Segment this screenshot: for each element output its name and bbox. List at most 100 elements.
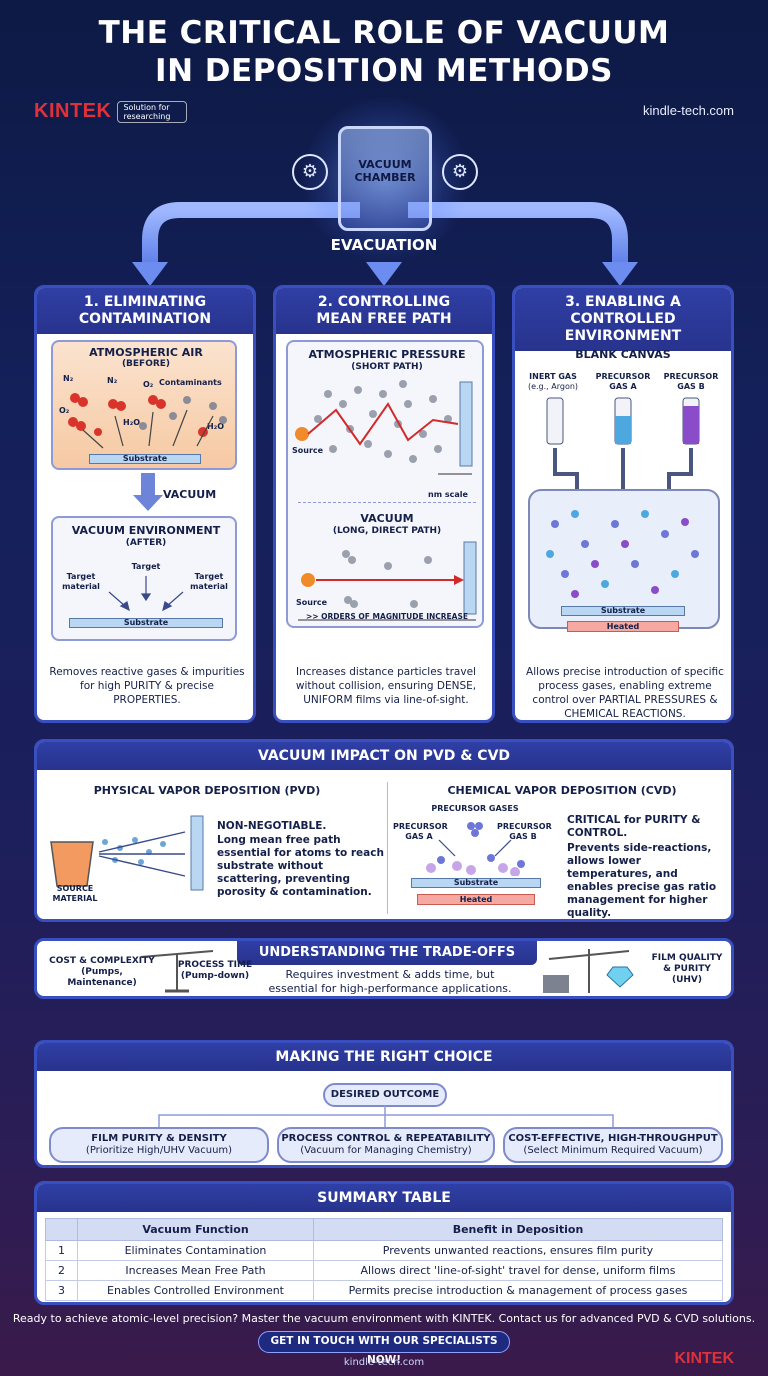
desired-outcome-node[interactable]: DESIRED OUTCOME bbox=[323, 1083, 447, 1107]
scale-left-icon bbox=[140, 950, 214, 993]
short-path-diagram bbox=[295, 380, 473, 475]
table-cell: 3 bbox=[45, 1280, 78, 1301]
table-cell: Prevents unwanted reactions, ensures fil… bbox=[313, 1240, 723, 1261]
time-title: PROCESS TIME bbox=[177, 960, 253, 970]
vacuum-down-arrow bbox=[133, 473, 163, 511]
panel2-description: Increases distance particles travel with… bbox=[295, 666, 477, 706]
cost-title: COST & COMPLEXITY bbox=[49, 956, 155, 966]
pump-right-icon: ⚙ bbox=[442, 154, 478, 190]
cvd-heated: Heated bbox=[417, 894, 535, 905]
cost-sub: (Pumps, Maintenance) bbox=[67, 967, 137, 988]
precursor-b-label: PRECURSOR GAS B bbox=[663, 372, 719, 391]
cvd-substrate: Substrate bbox=[411, 878, 541, 888]
gas-o2-label: O₂ bbox=[143, 380, 154, 389]
cvd-title: CHEMICAL VAPOR DEPOSITION (CVD) bbox=[447, 784, 677, 797]
gas-injection-diagram bbox=[528, 397, 720, 629]
kintek-logo[interactable]: KINTEK Solution for researching bbox=[34, 100, 188, 123]
table-header-cell: Vacuum Function bbox=[77, 1218, 314, 1241]
summary-title: SUMMARY TABLE bbox=[37, 1184, 731, 1212]
panel3-description: Allows precise introduction of specific … bbox=[526, 666, 724, 720]
scale-right-icon bbox=[543, 949, 634, 993]
table-cell: 1 bbox=[45, 1240, 78, 1261]
panel1-title-2: CONTAMINATION bbox=[78, 311, 212, 327]
gas-n2-label-2: N₂ bbox=[107, 376, 118, 385]
time-label: PROCESS TIME (Pump-down) bbox=[175, 960, 255, 982]
substrate-before: Substrate bbox=[89, 454, 201, 464]
impact-divider bbox=[387, 782, 388, 914]
gas-n2-label: N₂ bbox=[63, 374, 74, 383]
tradeoffs-title: UNDERSTANDING THE TRADE-OFFS bbox=[237, 941, 537, 965]
atm-subtitle: (SHORT PATH) bbox=[351, 362, 423, 372]
orders-label: >> ORDERS OF MAGNITUDE INCREASE bbox=[305, 612, 469, 621]
page-title: THE CRITICAL ROLE OF VACUUM IN DEPOSITIO… bbox=[0, 14, 768, 90]
option-film-purity[interactable]: FILM PURITY & DENSITY (Prioritize High/U… bbox=[49, 1127, 269, 1163]
vacuum-arrow-label: VACUUM bbox=[163, 488, 217, 501]
nm-scale-label: nm scale bbox=[428, 490, 468, 499]
table-header-cell: Benefit in Deposition bbox=[313, 1218, 723, 1241]
tradeoffs-section: UNDERSTANDING THE TRADE-OFFS COST & COMP… bbox=[34, 938, 734, 999]
contact-specialists-button[interactable]: GET IN TOUCH WITH OUR SPECIALISTS NOW! bbox=[258, 1331, 510, 1366]
chamber-label-1: VACUUM bbox=[358, 158, 412, 171]
time-sub: (Pump-down) bbox=[180, 971, 250, 981]
contaminant-molecules bbox=[68, 393, 227, 449]
kintek-logo-bottom[interactable]: KINTEK bbox=[674, 1350, 734, 1367]
panel1-description: Removes reactive gases & impurities for … bbox=[49, 666, 245, 706]
panel-mean-free-path: 2. CONTROLLING MEAN FREE PATH ATMOSPHERI… bbox=[273, 285, 495, 723]
panel3-title-2: CONTROLLED ENVIRONMENT bbox=[564, 311, 682, 344]
quality-sub: (UHV) bbox=[671, 975, 703, 985]
atmospheric-air-box: ATMOSPHERIC AIR (BEFORE) N₂ N₂ O₂ Contam… bbox=[51, 340, 237, 470]
summary-table: Vacuum Function Benefit in Deposition 1 … bbox=[45, 1218, 723, 1301]
target-label: Target bbox=[131, 562, 161, 571]
substrate-after: Substrate bbox=[69, 618, 223, 628]
gas-h2o-label: H₂O bbox=[123, 418, 140, 427]
panel2-title-2: MEAN FREE PATH bbox=[316, 311, 452, 327]
evacuation-label: EVACUATION bbox=[330, 236, 438, 254]
inert-gas-title: INERT GAS bbox=[529, 372, 577, 381]
summary-table-wrap: Vacuum Function Benefit in Deposition 1 … bbox=[37, 1212, 731, 1302]
choice-section: MAKING THE RIGHT CHOICE DESIRED OUTCOME … bbox=[34, 1040, 734, 1168]
panel2-title-1: 2. CONTROLLING bbox=[317, 294, 451, 310]
table-header-cell bbox=[45, 1218, 78, 1241]
option-process-control[interactable]: PROCESS CONTROL & REPEATABILITY (Vacuum … bbox=[277, 1127, 495, 1163]
option3-sub: (Select Minimum Required Vacuum) bbox=[523, 1145, 703, 1156]
impact-section: VACUUM IMPACT ON PVD & CVD PHYSICAL VAPO… bbox=[34, 739, 734, 922]
title-line-2: IN DEPOSITION METHODS bbox=[155, 53, 613, 89]
blank-canvas-label: BLANK CANVAS bbox=[575, 348, 671, 361]
pvd-text: Long mean free path essential for atoms … bbox=[217, 834, 384, 898]
inert-gas-label: INERT GAS (e.g., Argon) bbox=[525, 372, 581, 392]
target-arrows bbox=[108, 576, 184, 612]
option-cost-effective[interactable]: COST-EFFECTIVE, HIGH-THROUGHPUT (Select … bbox=[503, 1127, 723, 1163]
table-row: 2 Increases Mean Free Path Allows direct… bbox=[45, 1260, 723, 1281]
summary-section: SUMMARY TABLE Vacuum Function Benefit in… bbox=[34, 1181, 734, 1305]
cost-label: COST & COMPLEXITY (Pumps, Maintenance) bbox=[47, 956, 157, 989]
vacuum-chamber-icon bbox=[338, 126, 432, 231]
pump-left-icon: ⚙ bbox=[292, 154, 328, 190]
atm-title: ATMOSPHERIC PRESSURE bbox=[308, 348, 466, 361]
table-header-row: Vacuum Function Benefit in Deposition bbox=[45, 1218, 723, 1241]
source-label-short: Source bbox=[292, 446, 324, 455]
panel-eliminating-contamination: 1. ELIMINATING CONTAMINATION ATMOSPHERIC… bbox=[34, 285, 256, 723]
vac-title: VACUUM bbox=[360, 512, 414, 525]
table-row: 1 Eliminates Contamination Prevents unwa… bbox=[45, 1240, 723, 1261]
cvd-text: Prevents side-reactions, allows lower te… bbox=[567, 842, 717, 919]
gas-o2-label-2: O₂ bbox=[59, 406, 70, 415]
site-link-bottom[interactable]: kindle-tech.com bbox=[343, 1357, 425, 1368]
option1-title: FILM PURITY & DENSITY bbox=[91, 1133, 227, 1144]
vac-subtitle: (LONG, DIRECT PATH) bbox=[332, 526, 442, 536]
substrate-3: Substrate bbox=[561, 606, 685, 616]
vacuum-environment-box: VACUUM ENVIRONMENT (AFTER) Target Target… bbox=[51, 516, 237, 641]
panel1-title: 1. ELIMINATING CONTAMINATION bbox=[37, 288, 253, 334]
site-link-top[interactable]: kindle-tech.com bbox=[642, 103, 734, 118]
pvd-diagram bbox=[50, 815, 204, 891]
cvd-gas-a: PRECURSOR GAS A bbox=[393, 822, 448, 841]
precursor-a-label: PRECURSOR GAS A bbox=[595, 372, 651, 391]
gas-h2o-label-2: H₂O bbox=[207, 422, 224, 431]
choice-connectors bbox=[158, 1105, 614, 1127]
heated-3: Heated bbox=[567, 621, 679, 632]
panel1-title-1: 1. ELIMINATING bbox=[83, 294, 207, 310]
title-line-1: THE CRITICAL ROLE OF VACUUM bbox=[98, 15, 670, 51]
cvd-precursor-gases: PRECURSOR GASES bbox=[431, 804, 519, 813]
table-cell: Allows direct 'line-of-sight' travel for… bbox=[313, 1260, 723, 1281]
logo-tagline: Solution for researching bbox=[117, 100, 188, 123]
quality-title: FILM QUALITY & PURITY bbox=[651, 953, 723, 974]
